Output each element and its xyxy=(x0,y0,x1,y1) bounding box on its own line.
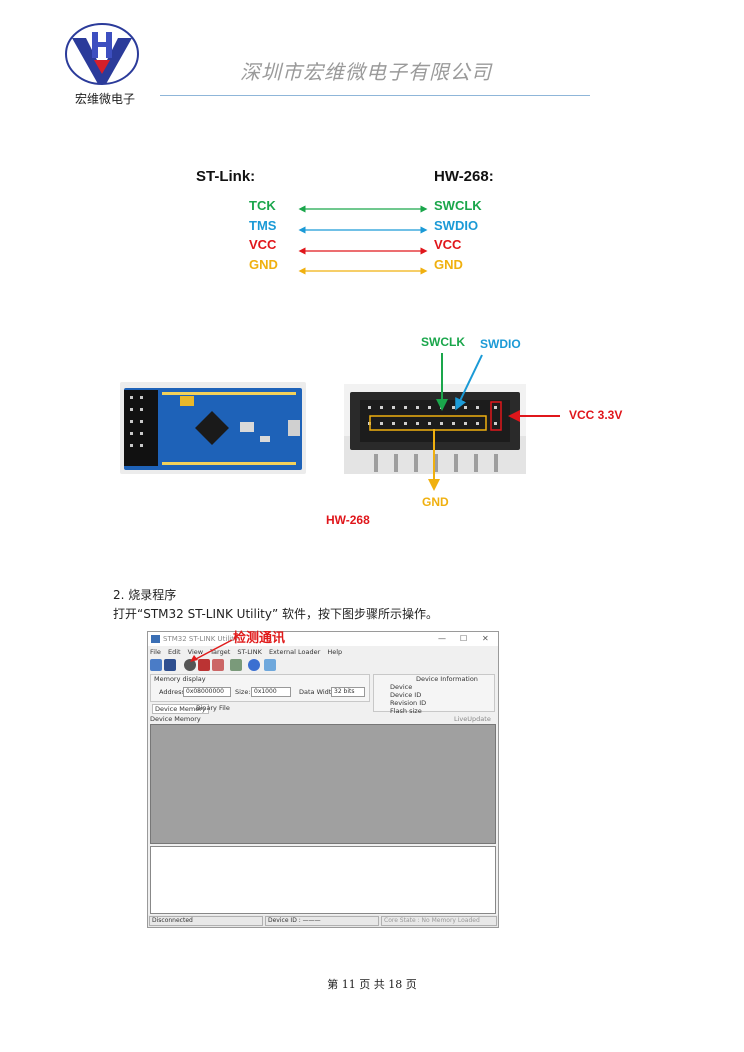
status-connection: Disconnected xyxy=(149,916,263,926)
disconnect-icon[interactable] xyxy=(198,659,210,671)
refresh-icon[interactable] xyxy=(248,659,260,671)
data-width-select[interactable]: 32 bits xyxy=(331,687,365,697)
label-swdio: SWDIO xyxy=(480,337,521,351)
size-input[interactable]: 0x1000 xyxy=(251,687,291,697)
erase-icon[interactable] xyxy=(212,659,224,671)
program-icon[interactable] xyxy=(230,659,242,671)
toolbar xyxy=(150,659,290,673)
tab-device-memory[interactable]: Device Memory xyxy=(152,704,209,714)
device-info-title: Device Information xyxy=(416,675,478,683)
menu-stlink[interactable]: ST-LINK xyxy=(237,648,262,656)
device-info-device: Device xyxy=(390,683,413,691)
size-label: Size: xyxy=(235,688,251,696)
annotation-check-connection: 检测通讯 xyxy=(233,631,286,646)
menu-help[interactable]: Help xyxy=(327,648,343,656)
logo-caption: 宏维微电子 xyxy=(74,92,135,106)
connect-icon[interactable] xyxy=(184,659,196,671)
pin-right-gnd: GND xyxy=(434,257,463,272)
pin-left-tms: TMS xyxy=(249,218,277,233)
stlink-title: ST-Link: xyxy=(196,168,256,185)
close-icon[interactable]: ✕ xyxy=(482,634,489,643)
label-vcc33: VCC 3.3V xyxy=(569,408,623,422)
pin-right-swdio: SWDIO xyxy=(434,218,479,233)
label-gnd: GND xyxy=(422,495,449,509)
device-memory-label: Device Memory xyxy=(150,715,201,723)
address-input[interactable]: 0x08000000 xyxy=(183,687,231,697)
memory-display-panel: Memory display Address: 0x08000000 Size:… xyxy=(150,674,370,702)
instruction-text: 打开“STM32 ST-LINK Utility” 软件，按下图步骤所示操作。 xyxy=(113,607,438,621)
tab-binary-file[interactable]: Binary File xyxy=(196,704,230,712)
status-core-state: Core State : No Memory Loaded xyxy=(381,916,497,926)
annotation-arrow xyxy=(190,639,233,662)
window-title: STM32 ST-LINK Utility xyxy=(163,635,239,643)
menu-view[interactable]: View xyxy=(187,648,204,656)
menu-file[interactable]: File xyxy=(150,648,161,656)
memory-view-area xyxy=(150,724,496,844)
board-photo xyxy=(120,382,306,474)
page-footer: 第 11 页 共 18 页 xyxy=(327,978,417,991)
data-width-label: Data Width: xyxy=(299,688,338,696)
photo-caption: HW-268 xyxy=(326,513,370,527)
label-swclk: SWCLK xyxy=(421,335,465,349)
header-divider xyxy=(160,95,590,96)
hw268-title: HW-268: xyxy=(434,168,494,185)
save-icon[interactable] xyxy=(164,659,176,671)
stlink-utility-screenshot: STM32 ST-LINK Utility — ☐ ✕ File Edit Vi… xyxy=(147,631,499,928)
live-update-checkbox[interactable]: LiveUpdate xyxy=(454,715,491,723)
device-info-panel: Device Information Device Device ID Revi… xyxy=(373,674,495,715)
window-titlebar: STM32 ST-LINK Utility — ☐ ✕ xyxy=(148,632,498,646)
pin-left-gnd: GND xyxy=(249,257,278,272)
device-info-revision-id: Revision ID xyxy=(390,699,427,707)
device-info-device-id: Device ID xyxy=(390,691,422,699)
status-bar: Disconnected Device ID : ——— Core State … xyxy=(148,915,498,927)
maximize-icon[interactable]: ☐ xyxy=(460,634,468,643)
section-heading: 2. 烧录程序 xyxy=(113,588,177,602)
status-device-id: Device ID : ——— xyxy=(265,916,379,926)
company-logo xyxy=(65,23,139,85)
menu-bar: File Edit View Target ST-LINK External L… xyxy=(150,648,347,658)
memory-tabs: Device Memory Binary File xyxy=(150,704,240,714)
pin-left-tck: TCK xyxy=(249,198,276,213)
address-label: Address: xyxy=(159,688,188,696)
pin-arrows xyxy=(298,205,428,275)
company-name: 深圳市宏维微电子有限公司 xyxy=(240,60,492,84)
connector-callouts xyxy=(428,353,560,491)
app-icon xyxy=(151,635,160,643)
menu-edit[interactable]: Edit xyxy=(167,648,181,656)
callout-swdio-arrow xyxy=(455,354,483,411)
swv-icon[interactable] xyxy=(264,659,276,671)
device-info-flash-size: Flash size xyxy=(390,707,422,715)
memory-display-label: Memory display xyxy=(154,675,206,683)
menu-target[interactable]: Target xyxy=(210,648,231,656)
log-area xyxy=(150,846,496,914)
pin-right-vcc: VCC xyxy=(434,237,462,252)
open-file-icon[interactable] xyxy=(150,659,162,671)
pin-right-swclk: SWCLK xyxy=(434,198,482,213)
pin-left-vcc: VCC xyxy=(249,237,277,252)
minimize-icon[interactable]: — xyxy=(438,634,446,643)
menu-external-loader[interactable]: External Loader xyxy=(268,648,321,656)
